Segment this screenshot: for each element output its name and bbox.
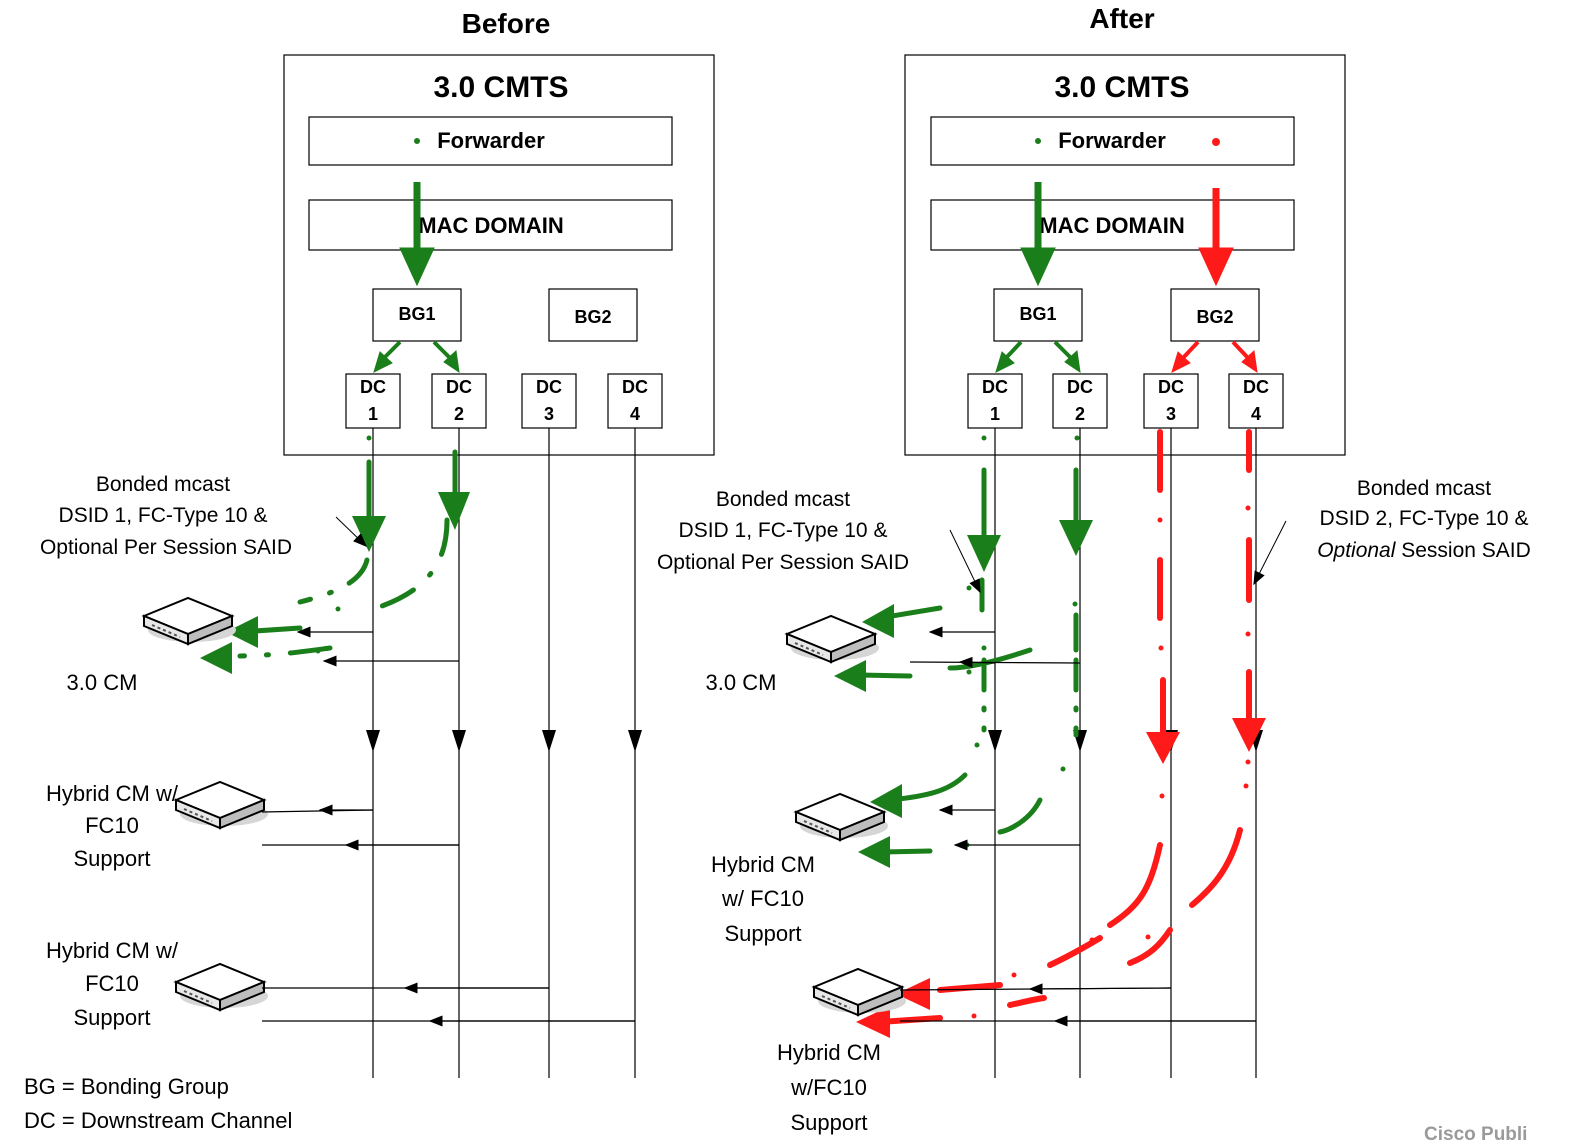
after-annotation-right-line2: DSID 2, FC-Type 10 &	[1320, 507, 1529, 530]
after-dc1-number: 1	[990, 404, 1000, 424]
after-dc3-number: 3	[1166, 404, 1176, 424]
before-annotation-line2: DSID 1, FC-Type 10 &	[59, 504, 268, 527]
before-dc1-number: 1	[368, 404, 378, 424]
before-channel-arrowheads	[366, 730, 642, 752]
before-dc3-number: 3	[544, 404, 554, 424]
before-hybrid2-feeds	[262, 988, 635, 1021]
legend-bg: BG = Bonding Group	[24, 1074, 229, 1099]
after-red-bonded-dots	[972, 506, 1251, 1019]
after-forwarder-dot-green	[1035, 138, 1041, 144]
after-hybrid2-line2: w/FC10	[790, 1075, 867, 1100]
after-hybrid2-feeds	[900, 988, 1256, 1021]
after-annotation-right-italic: Optional	[1317, 539, 1397, 562]
after-annotation-left-line1: Bonded mcast	[716, 488, 850, 511]
after-dc4-label: DC	[1243, 377, 1269, 397]
before-cm30-feeds	[298, 632, 459, 661]
after-annotation-left-line2: DSID 1, FC-Type 10 &	[679, 519, 888, 542]
before-forwarder-label: Forwarder	[437, 128, 545, 153]
after-annotation-left: Bonded mcast DSID 1, FC-Type 10 & Option…	[657, 488, 980, 592]
after-annotation-right-line1: Bonded mcast	[1357, 477, 1491, 500]
after-mac-domain-label: MAC DOMAIN	[1039, 213, 1184, 238]
after-hybrid1-line2: w/ FC10	[721, 886, 804, 911]
after-hybrid2-line3: Support	[790, 1110, 867, 1135]
after-dc1-label: DC	[982, 377, 1008, 397]
before-title: Before	[462, 8, 551, 39]
after-annotation-right: Bonded mcast DSID 2, FC-Type 10 & Option…	[1254, 477, 1531, 584]
footer-text: Cisco Publi	[1424, 1124, 1527, 1144]
before-dc2-number: 2	[454, 404, 464, 424]
after-forwarder-dot-red	[1212, 138, 1220, 146]
after-panel: After 3.0 CMTS Forwarder MAC DOMAIN BG1 …	[657, 3, 1531, 1135]
before-mac-domain-label: MAC DOMAIN	[418, 213, 563, 238]
after-dc3-label: DC	[1158, 377, 1184, 397]
after-bg1-label: BG1	[1019, 304, 1056, 324]
after-annotation-right-line3: Optional Session SAID	[1317, 539, 1531, 562]
before-annotation: Bonded mcast DSID 1, FC-Type 10 & Option…	[40, 473, 366, 559]
before-cm30-label: 3.0 CM	[67, 670, 138, 695]
before-forwarder-dot	[414, 138, 420, 144]
before-hybrid1-modem-icon	[176, 782, 268, 828]
before-dc3-label: DC	[536, 377, 562, 397]
before-bg2-label: BG2	[574, 307, 611, 327]
after-dc4-number: 4	[1251, 404, 1261, 424]
before-hybrid2-line1: Hybrid CM w/	[46, 938, 179, 963]
before-annotation-line1: Bonded mcast	[96, 473, 230, 496]
after-bg2-label: BG2	[1196, 307, 1233, 327]
before-annotation-line3: Optional Per Session SAID	[40, 536, 292, 559]
after-annotation-right-rest: Session SAID	[1395, 539, 1530, 562]
before-cm30-modem-icon	[144, 598, 236, 644]
after-cm30-label: 3.0 CM	[706, 670, 777, 695]
after-channel-lines	[995, 428, 1256, 1078]
before-bonded-dot	[316, 649, 321, 654]
after-dc2-label: DC	[1067, 377, 1093, 397]
before-hybrid1-line2: FC10	[85, 813, 139, 838]
before-panel: Before 3.0 CMTS Forwarder MAC DOMAIN BG1…	[24, 8, 714, 1133]
before-hybrid1-line1: Hybrid CM w/	[46, 781, 179, 806]
before-bg1-label: BG1	[398, 304, 435, 324]
before-dc1-label: DC	[360, 377, 386, 397]
before-hybrid2-line2: FC10	[85, 971, 139, 996]
after-channel-arrowheads	[988, 730, 1263, 752]
after-annotation-left-line3: Optional Per Session SAID	[657, 551, 909, 574]
before-cmts-title: 3.0 CMTS	[433, 71, 568, 104]
before-dc4-label: DC	[622, 377, 648, 397]
after-dc2-number: 2	[1075, 404, 1085, 424]
after-hybrid2-modem-icon	[814, 969, 906, 1015]
before-hybrid1-feeds	[262, 810, 459, 845]
before-hybrid2-line3: Support	[73, 1005, 150, 1030]
before-dc4-number: 4	[630, 404, 640, 424]
after-cmts-title: 3.0 CMTS	[1054, 71, 1189, 104]
before-bonded-dot	[336, 607, 341, 612]
after-hybrid2-line1: Hybrid CM	[777, 1040, 881, 1065]
before-hybrid1-line3: Support	[73, 846, 150, 871]
after-forwarder-label: Forwarder	[1058, 128, 1166, 153]
after-hybrid1-line3: Support	[724, 921, 801, 946]
before-dc2-label: DC	[446, 377, 472, 397]
before-channel-lines	[373, 428, 635, 1078]
after-title: After	[1089, 3, 1154, 34]
before-hybrid2-modem-icon	[176, 964, 268, 1010]
legend-dc: DC = Downstream Channel	[24, 1108, 292, 1133]
after-hybrid1-line1: Hybrid CM	[711, 852, 815, 877]
